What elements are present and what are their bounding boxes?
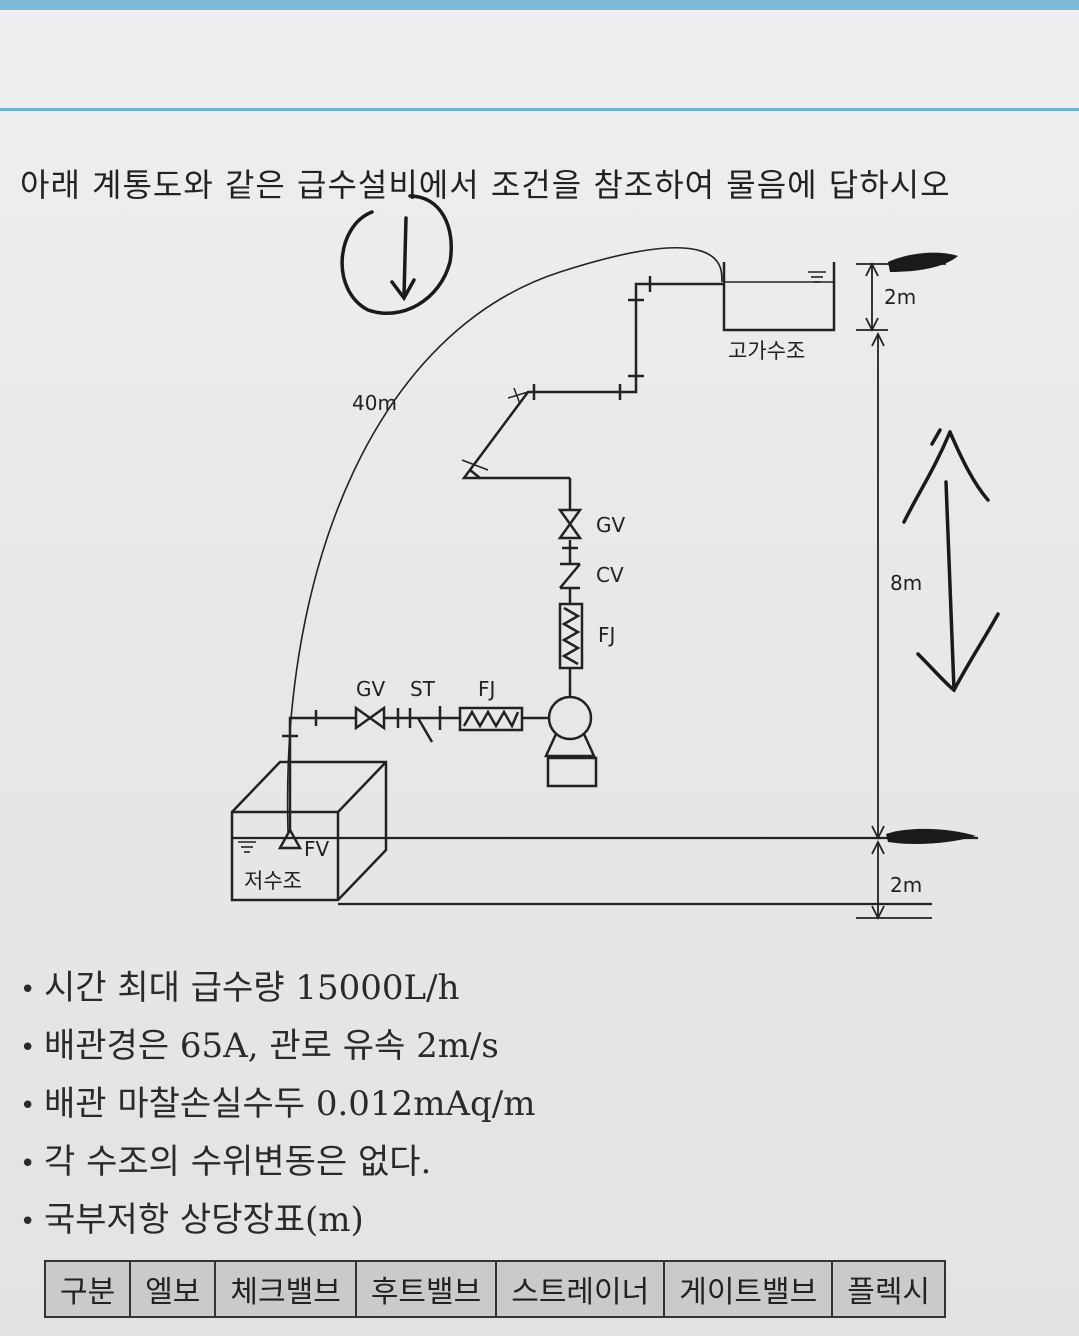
handwritten-circle	[340, 194, 453, 316]
handwritten-arrow-head-bottom	[916, 612, 1000, 693]
condition-item: •국부저항 상당장표(m)	[20, 1200, 364, 1240]
pipe-length-arc	[286, 247, 723, 833]
table-header-cell: 플렉시	[831, 1260, 947, 1318]
condition-item: •각 수조의 수위변동은 없다.	[20, 1142, 432, 1182]
equivalent-length-table: 구분 엘보 체크밸브 후트밸브 스트레이너 게이트밸브 플렉시	[43, 1260, 947, 1318]
condition-item: •배관 마찰손실수두 0.012mAq/m	[20, 1084, 536, 1124]
pump-base	[546, 756, 598, 788]
vertical-flex-joint-label: FJ	[598, 623, 615, 647]
table-header-cell: 후트밸브	[354, 1260, 498, 1318]
horizontal-flex-joint-label: FJ	[478, 677, 495, 701]
horizontal-gate-valve	[354, 705, 386, 731]
bullet-icon: •	[20, 1149, 36, 1179]
handwritten-arrow-mark	[390, 216, 416, 302]
redaction-scribble-top	[888, 252, 958, 272]
header-rule	[0, 108, 1079, 111]
table-header-cell: 엘보	[129, 1260, 217, 1318]
question-text: 아래 계통도와 같은 급수설비에서 조건을 참조하여 물음에 답하시오	[20, 166, 951, 204]
condition-item: •배관경은 65A, 관로 유속 2m/s	[20, 1026, 499, 1066]
bullet-icon: •	[20, 1033, 36, 1063]
dimension-top-label: 2m	[884, 285, 916, 309]
bullet-icon: •	[20, 1207, 36, 1237]
suction-pipe	[288, 716, 356, 832]
strainer-label: ST	[410, 677, 436, 701]
vertical-check-valve-label: CV	[596, 563, 624, 587]
conditions-list: •시간 최대 급수량 15000L/h •배관경은 65A, 관로 유속 2m/…	[20, 960, 535, 1250]
reservoir-outline	[230, 760, 388, 902]
table-header-cell: 게이트밸브	[663, 1260, 834, 1318]
reservoir-label: 저수조	[244, 869, 302, 893]
bullet-icon: •	[20, 1091, 36, 1121]
handwritten-arrow-head-top	[902, 430, 990, 524]
strainer	[408, 706, 442, 743]
handwritten-arrow-shaft	[944, 480, 956, 692]
foot-valve-label: FV	[304, 837, 330, 861]
elevated-tank-label: 고가수조	[728, 339, 805, 363]
top-color-band	[0, 0, 1079, 10]
table-header-cell: 체크밸브	[214, 1260, 357, 1318]
vertical-check-valve	[559, 562, 581, 590]
horizontal-gate-valve-label: GV	[356, 677, 385, 701]
table-header-cell: 구분	[43, 1260, 132, 1318]
vertical-gate-valve	[557, 508, 583, 540]
pump	[547, 695, 593, 741]
dimension-middle-label: 8m	[890, 571, 922, 595]
elevated-tank-outline	[722, 262, 836, 332]
bullet-icon: •	[20, 975, 36, 1005]
dimension-bottom-label: 2m	[890, 873, 922, 897]
redaction-scribble-bottom	[886, 828, 976, 844]
condition-item: •시간 최대 급수량 15000L/h	[20, 968, 460, 1008]
vertical-gate-valve-label: GV	[596, 513, 625, 537]
table-header-cell: 스트레이너	[495, 1260, 666, 1318]
pipe-length-label: 40m	[352, 391, 397, 415]
riser-pipe	[461, 282, 724, 480]
table-header-row: 구분 엘보 체크밸브 후트밸브 스트레이너 게이트밸브 플렉시	[43, 1260, 947, 1318]
